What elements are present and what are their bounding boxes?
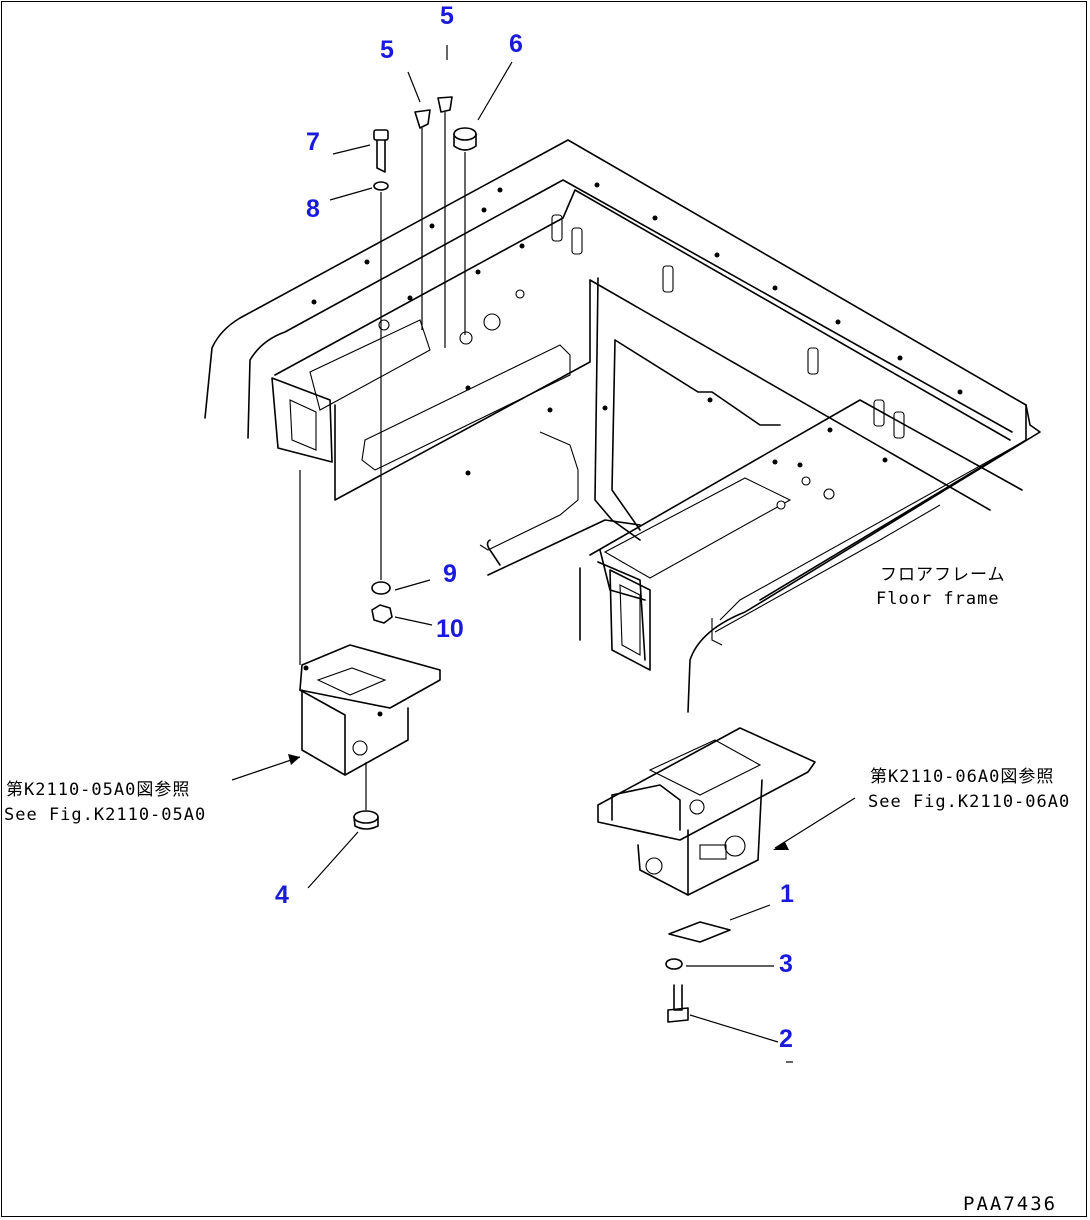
- callout-8: 8: [306, 195, 320, 223]
- callout-7: 7: [306, 128, 320, 156]
- ref-right-en: See Fig.K2110-06A0: [868, 792, 1071, 812]
- floor-frame-label-en: Floor frame: [876, 589, 1000, 609]
- callout-9: 9: [443, 560, 457, 588]
- callout-leaders: [231, 45, 856, 1063]
- callout-4: 4: [275, 881, 289, 909]
- bolt-7: [373, 129, 389, 173]
- ref-left-jp: 第K2110-05A0図参照: [6, 780, 191, 800]
- callout-1: 1: [780, 880, 794, 908]
- callout-5a: 5: [380, 36, 394, 64]
- plug-5a: [414, 109, 431, 129]
- plug-4: [353, 810, 379, 830]
- washer-9: [371, 581, 391, 595]
- callout-6: 6: [509, 30, 523, 58]
- cap-6: [453, 127, 477, 151]
- callout-5b: 5: [440, 2, 454, 30]
- ref-left-en: See Fig.K2110-05A0: [4, 805, 207, 825]
- drawing-number: PAA7436: [963, 1193, 1058, 1215]
- floor-frame: [204, 139, 1041, 713]
- floor-frame-label-jp: フロアフレーム: [880, 565, 1006, 585]
- callout-3: 3: [779, 950, 793, 978]
- plug-5b: [437, 96, 453, 113]
- bracket-left: [299, 644, 441, 776]
- bracket-right: [597, 727, 816, 896]
- washer-8: [373, 181, 389, 191]
- callout-2: 2: [779, 1025, 793, 1053]
- bolt-2: [667, 984, 689, 1023]
- callout-10: 10: [436, 615, 464, 643]
- washer-3: [665, 958, 683, 970]
- plate-1: [668, 921, 731, 943]
- nut-10: [371, 604, 393, 624]
- ref-right-jp: 第K2110-06A0図参照: [870, 767, 1055, 787]
